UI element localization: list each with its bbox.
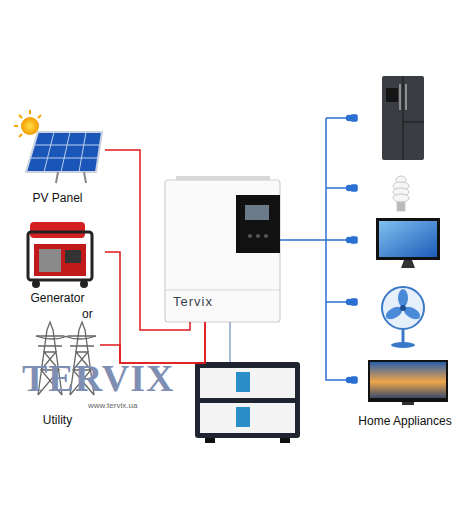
pv-panel-icon-part	[31, 132, 100, 172]
appliance-wiring-part	[326, 187, 348, 189]
pv-panel-icon-part	[21, 117, 39, 135]
appliance-wiring-part	[351, 299, 357, 305]
inverter-icon-part	[256, 234, 260, 238]
battery-icon-part	[280, 438, 290, 443]
tv-icon-part	[402, 402, 414, 405]
or-text: or	[82, 308, 93, 321]
appliance-wiring	[326, 115, 357, 383]
inverter-icon	[165, 176, 280, 322]
generator-icon-part	[80, 280, 88, 288]
pv-panel-icon-part-part	[79, 132, 86, 172]
generator-icon	[28, 222, 92, 288]
inverter-box: Tervix	[165, 180, 280, 322]
watermark: TERVIX	[22, 358, 174, 400]
battery-icon-part	[205, 438, 215, 443]
fridge-icon-part	[405, 84, 407, 110]
inverter-icon-part	[236, 195, 280, 253]
fridge-icon-part	[399, 84, 401, 110]
battery-icon-part	[229, 322, 231, 362]
pv-panel-icon-part-part	[19, 134, 22, 137]
power-wire	[100, 322, 205, 363]
battery-icon-part	[195, 362, 300, 438]
battery-icon-part	[236, 372, 250, 392]
generator-icon-part	[32, 280, 40, 288]
node-label: Tervix	[173, 294, 213, 310]
inverter-icon-part	[248, 234, 252, 238]
fridge-icon-part	[403, 76, 404, 160]
fan-icon-part-part	[398, 289, 408, 307]
monitor-icon-part	[376, 218, 440, 260]
tv-icon-part	[368, 360, 448, 402]
bulb-icon	[393, 176, 409, 211]
pv-panel-icon-part-part	[31, 158, 98, 159]
source-node: Generator	[10, 215, 105, 305]
battery-icon-part	[200, 403, 295, 433]
monitor-icon-part	[379, 221, 437, 257]
node-label: Utility	[43, 413, 72, 427]
appliance-group: Home Appliances	[353, 350, 456, 428]
battery-icon-part	[236, 407, 250, 427]
pv-panel-icon	[14, 110, 102, 183]
fan-icon-part	[384, 289, 423, 322]
fridge-icon-part	[386, 88, 398, 102]
generator-icon-part	[65, 250, 81, 263]
node-label: Generator	[30, 291, 84, 305]
fridge-icon	[382, 76, 424, 160]
fridge-icon-part	[403, 122, 424, 123]
pv-panel-icon-part-part	[38, 115, 41, 118]
pv-panel-icon-part-part	[44, 132, 54, 172]
inverter-icon-part	[165, 180, 280, 322]
pv-panel-icon-part-part	[19, 115, 22, 118]
pv-panel-icon-part-part	[14, 125, 18, 127]
appliance-wiring-part	[351, 237, 357, 243]
bulb-icon-part	[397, 202, 405, 211]
node-label: Home Appliances	[358, 414, 451, 428]
fan-icon	[382, 287, 424, 348]
fan-icon-part	[382, 287, 424, 329]
appliance-wiring-part	[326, 301, 348, 303]
pv-panel-icon-part	[84, 172, 86, 183]
source-node: PV Panel	[10, 105, 105, 205]
appliance-wiring-part	[326, 117, 348, 119]
fan-icon-part	[391, 342, 415, 348]
battery-icon	[195, 322, 300, 443]
pv-panel-icon-part-part	[35, 145, 100, 146]
appliance-wiring-part	[351, 185, 357, 191]
appliance-wiring-part	[326, 239, 348, 241]
pv-panel-icon-part	[26, 132, 102, 172]
power-wire	[280, 240, 353, 380]
monitor-icon	[376, 218, 440, 268]
battery-icon-part	[200, 368, 295, 398]
appliance-wiring-part	[351, 115, 357, 121]
inverter-icon-part	[165, 290, 280, 291]
bulb-icon-part	[393, 194, 409, 202]
generator-icon-part	[30, 222, 85, 238]
generator-icon-part	[34, 244, 86, 276]
monitor-icon-part	[401, 260, 415, 268]
fridge-icon-part	[382, 76, 424, 160]
inverter-icon-part	[264, 234, 268, 238]
fan-icon-part	[402, 330, 405, 344]
inverter-icon-part	[245, 205, 269, 220]
watermark-url: www.tervix.ua	[88, 402, 137, 411]
generator-icon-part	[28, 232, 92, 280]
node-label: PV Panel	[32, 191, 82, 205]
pv-panel-icon-part-part	[61, 132, 70, 172]
utility-towers-icon-part	[36, 336, 96, 339]
appliance-wiring-part	[325, 118, 327, 240]
generator-icon-part	[39, 249, 61, 272]
pv-panel-icon-part-part	[29, 110, 31, 114]
tv-icon-part	[370, 362, 446, 398]
pv-panel-icon-part	[56, 172, 58, 183]
fan-icon-part	[400, 305, 406, 311]
tv-icon	[368, 360, 448, 405]
